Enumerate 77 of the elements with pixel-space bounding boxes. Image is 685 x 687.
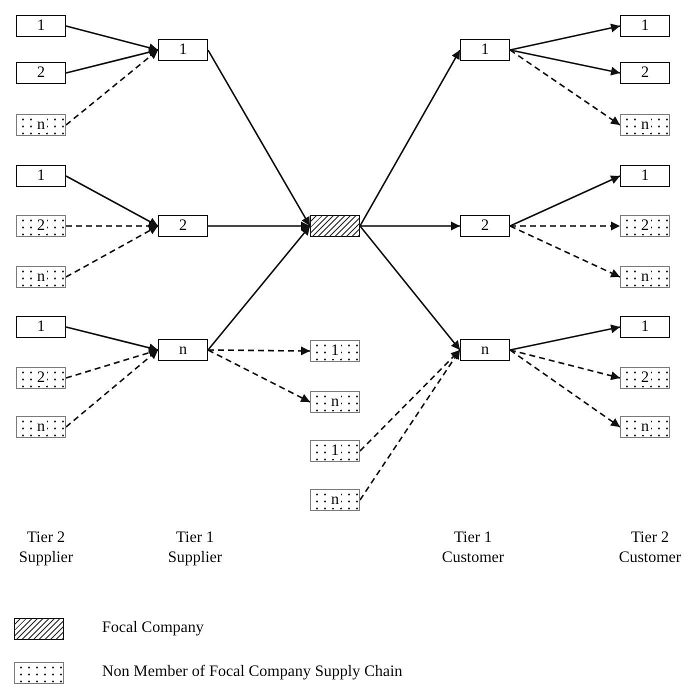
company-box (158, 339, 208, 361)
company-box (16, 165, 66, 187)
non-member-box (620, 266, 670, 288)
arrow (510, 324, 620, 351)
node-number: 1 (329, 443, 341, 459)
company-box (620, 165, 670, 187)
tier-label: Tier 2 Supplier (18, 528, 74, 568)
arrow (510, 349, 620, 428)
arrow (66, 48, 158, 74)
arrow (360, 222, 460, 230)
non-member-box (620, 114, 670, 136)
node-number: 2 (639, 370, 651, 386)
non-member-box (620, 367, 670, 389)
node-number: 1 (329, 343, 341, 359)
arrow (66, 326, 158, 352)
non-member-box (16, 416, 66, 438)
company-box (620, 316, 670, 338)
arrow (65, 349, 159, 428)
legend-label: Non Member of Focal Company Supply Chain (102, 663, 402, 681)
node-number: 2 (35, 370, 47, 386)
tier-label: Tier 1 Customer (440, 528, 506, 568)
node-number: n (35, 419, 47, 435)
arrow (66, 25, 158, 52)
node-number: n (35, 117, 47, 133)
non-member-box (16, 266, 66, 288)
arrow (510, 24, 620, 51)
arrow (510, 222, 620, 230)
company-box (158, 215, 208, 237)
legend-label: Focal Company (102, 619, 204, 637)
node-number: 2 (35, 218, 47, 234)
focal-company-box (310, 215, 360, 237)
non-member-box (620, 215, 670, 237)
arrow (66, 222, 158, 230)
non-member-box (16, 215, 66, 237)
arrow (359, 349, 461, 452)
arrow (510, 349, 620, 380)
arrow (359, 350, 461, 500)
arrow (66, 225, 158, 278)
company-box (460, 39, 510, 61)
arrow (510, 49, 620, 126)
non-member-box (310, 489, 360, 511)
non-member-box (310, 440, 360, 462)
non-member-box (620, 416, 670, 438)
arrow (66, 175, 158, 227)
arrow (207, 50, 311, 226)
company-box (620, 62, 670, 84)
company-box (16, 316, 66, 338)
arrow (510, 49, 620, 76)
node-number: n (639, 269, 651, 285)
node-number: n (639, 419, 651, 435)
company-box (158, 39, 208, 61)
arrow (510, 175, 620, 227)
node-number: n (35, 269, 47, 285)
non-member-box (310, 340, 360, 362)
node-number: n (329, 394, 341, 410)
arrow (359, 50, 461, 226)
arrow (510, 225, 620, 278)
tier-label: Tier 1 Supplier (166, 528, 224, 568)
node-number: n (639, 117, 651, 133)
company-box (620, 15, 670, 37)
arrow (66, 49, 158, 126)
non-member-box (16, 367, 66, 389)
arrow (208, 346, 310, 356)
node-number: n (329, 492, 341, 508)
arrow (208, 349, 310, 403)
tier-label: Tier 2 Customer (618, 528, 682, 568)
non-member-box (310, 391, 360, 413)
non-member-box (16, 114, 66, 136)
arrow (207, 226, 311, 350)
node-number: 2 (639, 218, 651, 234)
company-box (460, 339, 510, 361)
company-box (16, 15, 66, 37)
arrow (359, 226, 461, 350)
company-box (16, 62, 66, 84)
arrow (208, 222, 310, 230)
company-box (460, 215, 510, 237)
arrow (66, 348, 158, 379)
